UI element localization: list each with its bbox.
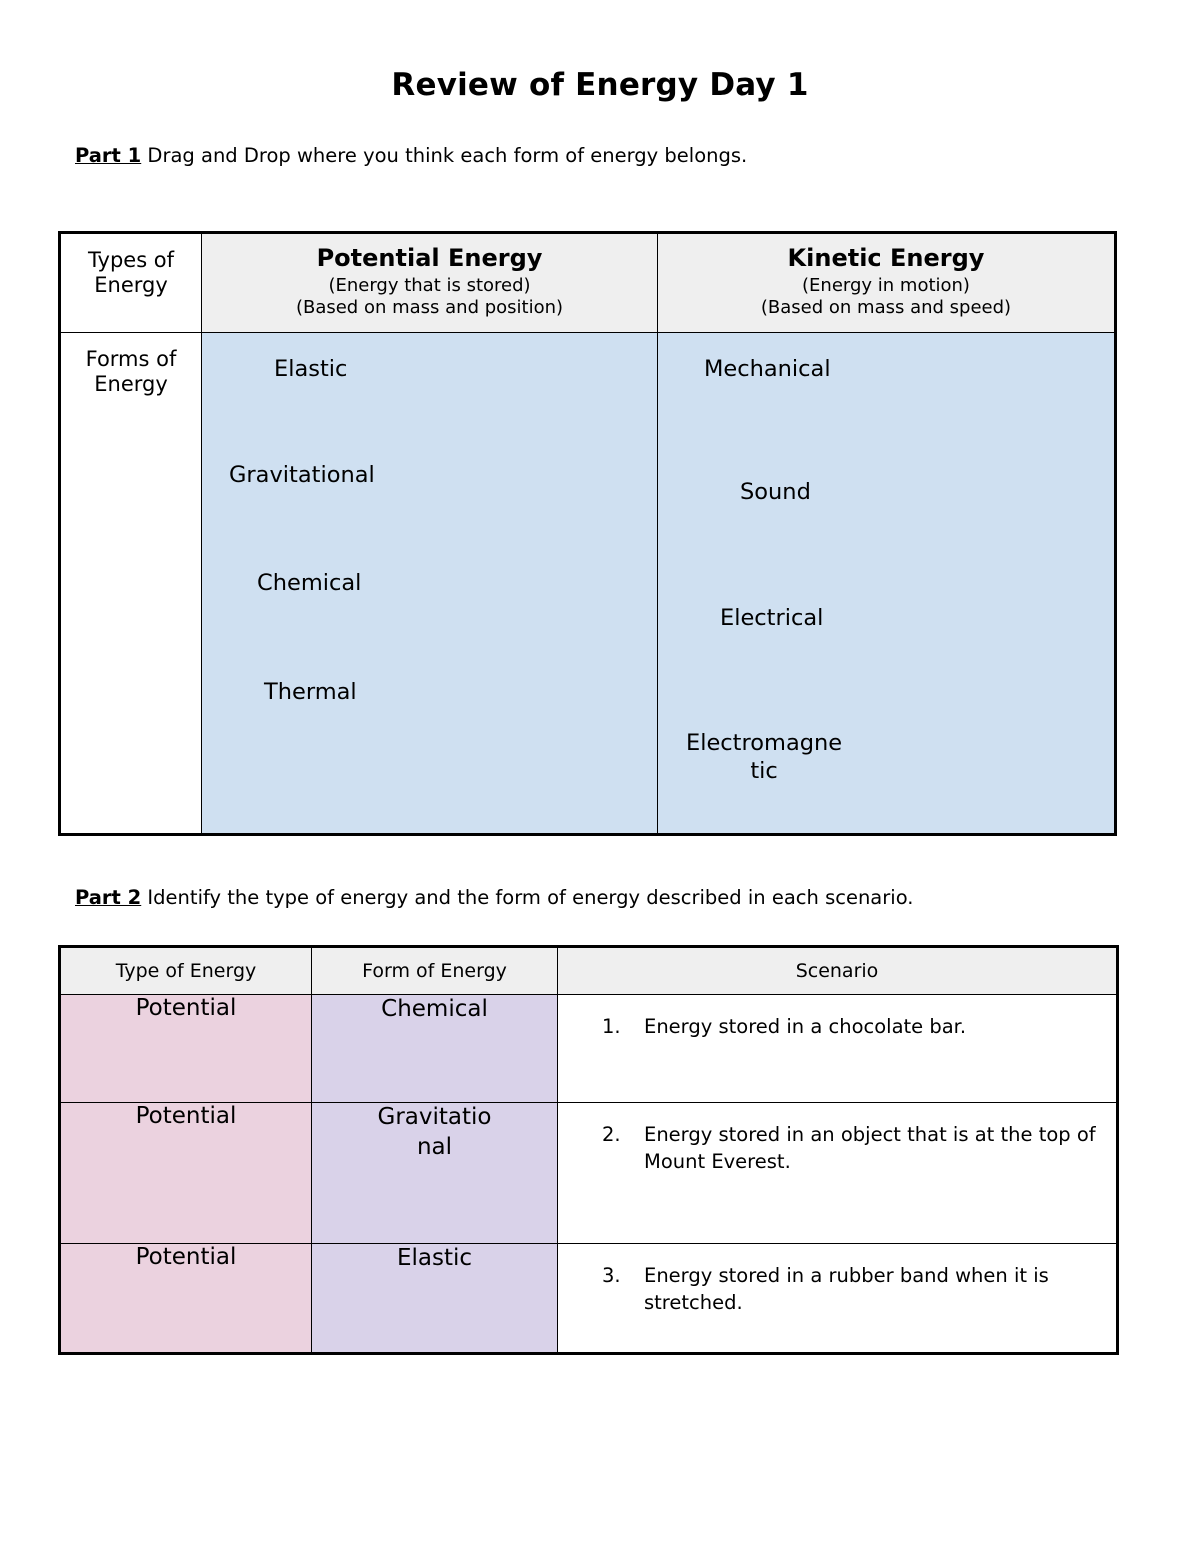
answer-type-3[interactable]: Potential (59, 1243, 312, 1354)
scenario-answer-table: Type of Energy Form of Energy Scenario P… (58, 945, 1119, 1355)
scenario-description-1: Energy stored in a chocolate bar. (644, 1015, 967, 1038)
page-title: Review of Energy Day 1 (391, 67, 809, 103)
kinetic-energy-subtitle-1: (Energy in motion) (802, 274, 970, 296)
scenario-description-3: Energy stored in a rubber band when it i… (644, 1264, 1049, 1315)
draggable-item-gravitational[interactable]: Gravitational (229, 461, 375, 488)
answer-form-3[interactable]: Elastic (311, 1243, 558, 1354)
part-2-instruction: Part 2 Identify the type of energy and t… (75, 886, 913, 910)
table-row-header: Types of Energy Potential Energy (Energy… (59, 232, 1116, 333)
table-row: Potential Chemical 1. Energy stored in a… (59, 994, 1118, 1103)
draggable-item-thermal[interactable]: Thermal (264, 678, 357, 705)
table-row: Potential Gravitatio nal 2. Energy store… (59, 1102, 1118, 1244)
part-1-label: Part 1 (75, 144, 142, 167)
column-header-type-of-energy: Type of Energy (59, 946, 312, 995)
scenario-number-3: 3. (602, 1264, 621, 1287)
row-label-types-of-energy: Types of Energy (59, 232, 202, 333)
table-row: Potential Elastic 3. Energy stored in a … (59, 1243, 1118, 1354)
dropzone-kinetic-energy[interactable]: Mechanical Sound Electrical Electromagne… (657, 331, 1116, 835)
column-header-scenario: Scenario (557, 946, 1118, 995)
part-2-instruction-text: Identify the type of energy and the form… (141, 886, 914, 909)
energy-classification-table: Types of Energy Potential Energy (Energy… (58, 231, 1117, 836)
potential-energy-subtitle-2: (Based on mass and position) (295, 297, 564, 319)
draggable-item-sound[interactable]: Sound (740, 478, 811, 505)
column-header-kinetic-energy: Kinetic Energy (Energy in motion) (Based… (657, 232, 1116, 333)
kinetic-energy-subtitle-2: (Based on mass and speed) (760, 297, 1012, 319)
kinetic-energy-title: Kinetic Energy (787, 244, 985, 272)
scenario-number-1: 1. (602, 1015, 621, 1038)
draggable-item-chemical[interactable]: Chemical (257, 569, 362, 596)
draggable-item-elastic[interactable]: Elastic (274, 355, 348, 382)
potential-energy-title: Potential Energy (316, 244, 543, 272)
column-header-potential-energy: Potential Energy (Energy that is stored)… (201, 232, 658, 333)
potential-energy-subtitle-1: (Energy that is stored) (328, 274, 531, 296)
dropzone-potential-energy[interactable]: Elastic Gravitational Chemical Thermal (201, 331, 658, 835)
answer-form-2[interactable]: Gravitatio nal (311, 1102, 558, 1244)
draggable-item-electromagnetic[interactable]: Electromagne tic (686, 729, 843, 784)
row-label-forms-of-energy: Forms of Energy (59, 331, 202, 835)
scenario-number-2: 2. (602, 1123, 621, 1146)
answer-form-1[interactable]: Chemical (311, 994, 558, 1103)
part-1-instruction-text: Drag and Drop where you think each form … (141, 144, 748, 167)
draggable-item-electrical[interactable]: Electrical (720, 604, 824, 631)
column-header-form-of-energy: Form of Energy (311, 946, 558, 995)
answer-type-2[interactable]: Potential (59, 1102, 312, 1244)
part-1-instruction: Part 1 Drag and Drop where you think eac… (75, 144, 747, 168)
draggable-item-mechanical[interactable]: Mechanical (704, 355, 831, 382)
scenario-text-3: 3. Energy stored in a rubber band when i… (557, 1243, 1118, 1354)
answer-type-1[interactable]: Potential (59, 994, 312, 1103)
scenario-description-2: Energy stored in an object that is at th… (644, 1123, 1096, 1174)
scenario-text-2: 2. Energy stored in an object that is at… (557, 1102, 1118, 1244)
table-row-header: Type of Energy Form of Energy Scenario (59, 946, 1118, 995)
table-row-forms: Forms of Energy Elastic Gravitational Ch… (59, 331, 1116, 835)
part-2-label: Part 2 (75, 886, 142, 909)
scenario-text-1: 1. Energy stored in a chocolate bar. (557, 994, 1118, 1103)
